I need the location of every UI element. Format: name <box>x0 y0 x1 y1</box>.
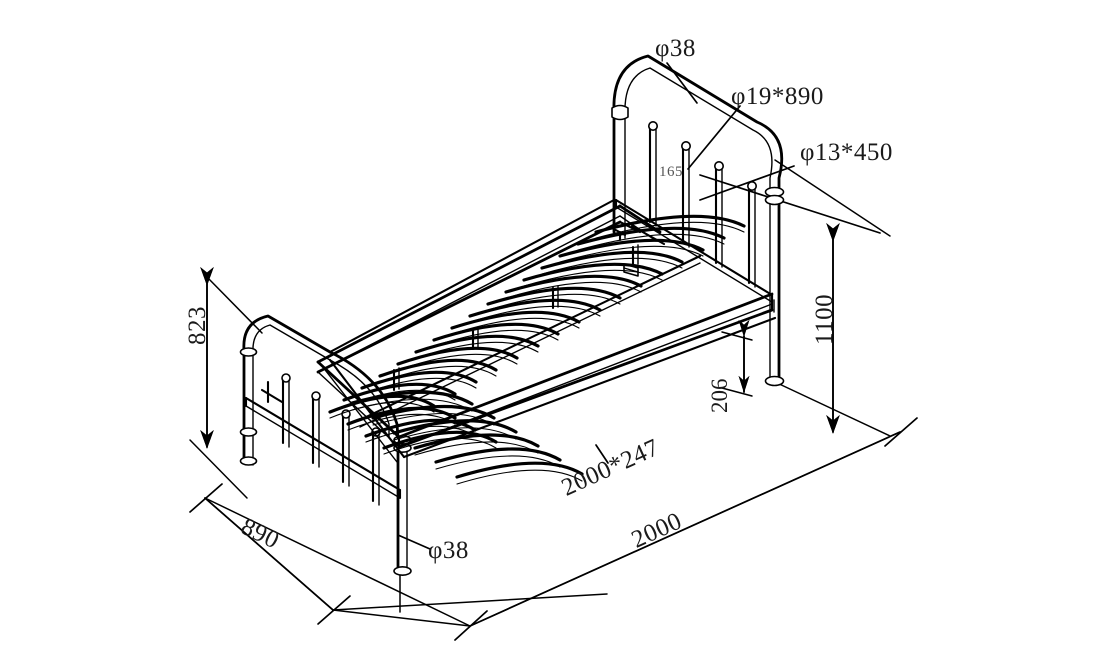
leader-2000x247 <box>595 444 609 464</box>
ext-1100-top <box>774 159 891 237</box>
callout-spindle-gap-165: 165 <box>659 164 683 180</box>
dim-890-line <box>204 497 334 611</box>
dim-2000-tick-b <box>884 417 918 447</box>
bed-frame-geometry <box>239 54 785 576</box>
slat-array <box>328 214 746 455</box>
dim-label-823: 823 <box>184 306 211 345</box>
leader-phi38-leg <box>397 534 431 550</box>
callout-phi38-head: φ38 <box>655 35 696 62</box>
dim-label-1100: 1100 <box>811 293 838 345</box>
footboard-spindles <box>281 373 381 506</box>
ext-823-bot <box>189 439 248 499</box>
dim-2000-line <box>469 431 901 627</box>
callout-phi13-450: φ13*450 <box>800 139 893 166</box>
dim-label-206: 206 <box>707 378 732 414</box>
dim-890-tick-a <box>189 483 223 513</box>
dim-2000-tick-a <box>454 610 488 641</box>
slat-base <box>328 214 746 485</box>
leader-phi19-890 <box>687 105 741 170</box>
leader-phi13-450 <box>699 174 881 234</box>
callout-phi38-leg: φ38 <box>428 537 469 564</box>
headboard <box>611 54 785 387</box>
callout-phi19-890: φ19*890 <box>731 83 824 110</box>
dimension-overlay <box>200 223 840 449</box>
